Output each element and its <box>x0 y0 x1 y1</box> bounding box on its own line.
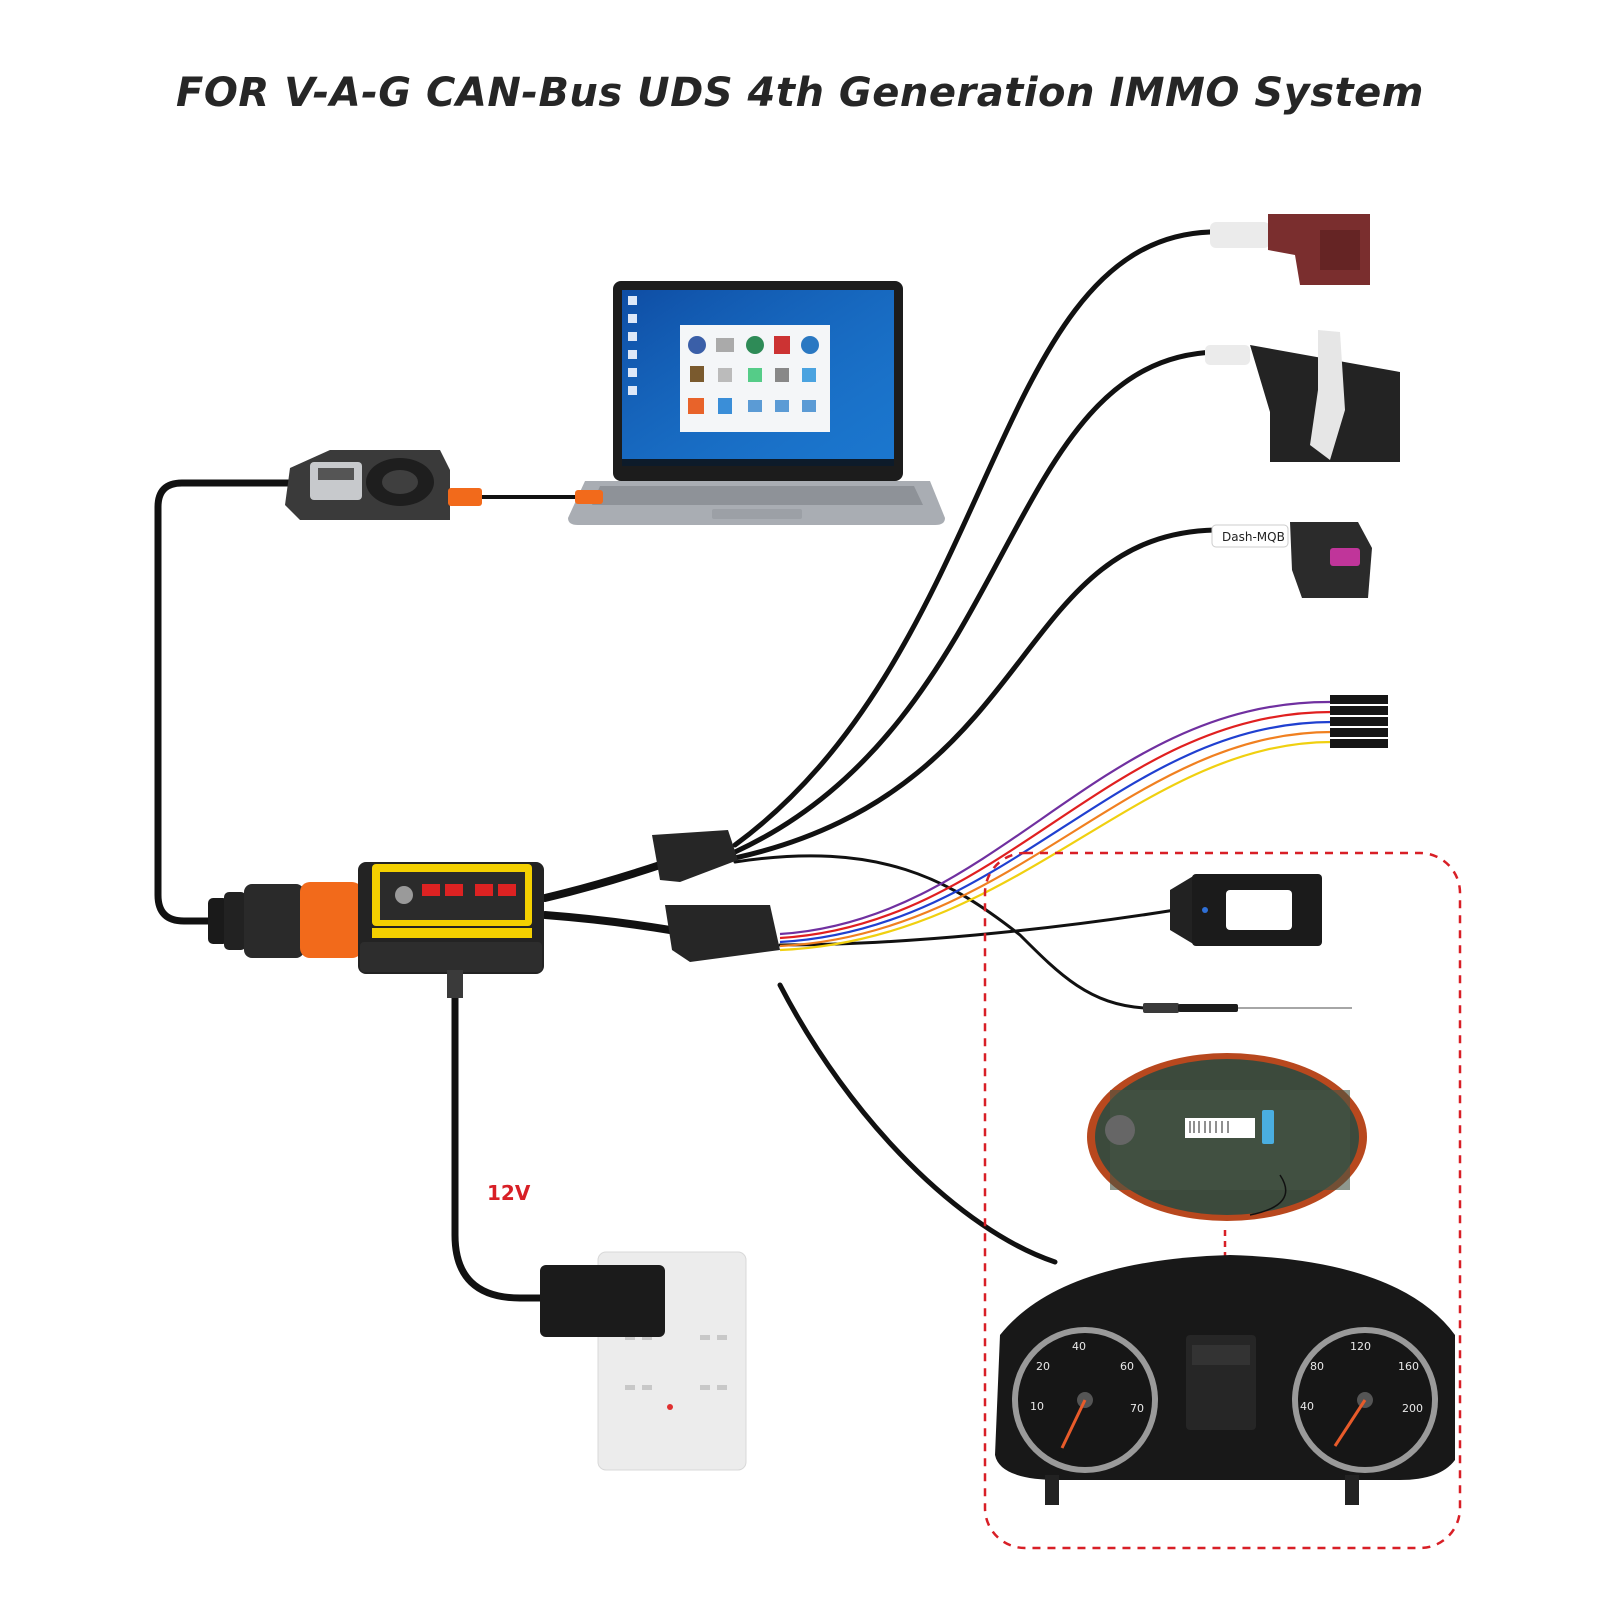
cable-maroon-connector <box>732 229 1213 848</box>
svg-text:80: 80 <box>1310 1360 1324 1373</box>
splitter-lower-icon <box>665 905 780 962</box>
test-platform-icon <box>208 862 544 998</box>
tachometer-dial: 40 20 60 10 70 <box>1012 1327 1158 1473</box>
cable-black-white-connector <box>732 349 1218 855</box>
power-12v-label: 12V <box>487 1181 531 1205</box>
wire-red <box>779 710 1333 940</box>
rfid-coil-icon <box>1170 874 1322 946</box>
dupont-wires <box>779 700 1333 952</box>
wire-orange <box>779 730 1333 948</box>
probe-pen-icon <box>1143 1003 1352 1013</box>
splitter-upper-icon <box>652 830 738 882</box>
power-adapter-icon <box>540 1265 665 1337</box>
platform-to-splitter-lower <box>541 911 674 934</box>
dupont-pins-icon <box>1330 695 1388 748</box>
svg-text:40: 40 <box>1072 1340 1086 1353</box>
svg-text:60: 60 <box>1120 1360 1134 1373</box>
svg-text:70: 70 <box>1130 1402 1144 1415</box>
diagram-title: FOR V-A-G CAN-Bus UDS 4th Generation IMM… <box>176 70 1424 116</box>
desktop-icons <box>628 296 637 395</box>
wire-blue <box>779 720 1333 944</box>
wire-purple <box>779 700 1333 936</box>
svg-text:160: 160 <box>1398 1360 1419 1373</box>
programmer-to-platform-cable <box>154 479 302 925</box>
speedometer-dial: 120 80 160 40 200 <box>1292 1327 1438 1473</box>
mqb-connector-icon: Dash-MQB <box>1211 522 1372 598</box>
instrument-cluster-icon: 40 20 60 10 70 120 80 160 40 200 <box>995 1255 1455 1505</box>
svg-text:200: 200 <box>1402 1402 1423 1415</box>
power-cable <box>451 991 544 1302</box>
dash-mqb-label: Dash-MQB <box>1222 530 1285 544</box>
svg-text:10: 10 <box>1030 1400 1044 1413</box>
key-programmer-icon <box>285 450 603 520</box>
cluster-highlight-outline <box>983 851 1462 1550</box>
black-white-connector-icon <box>1205 330 1400 462</box>
svg-text:120: 120 <box>1350 1340 1371 1353</box>
cables <box>154 229 1218 1302</box>
cable-dash-mqb <box>732 527 1218 861</box>
cable-probe-pen <box>733 854 1147 1010</box>
platform-to-splitter-upper <box>541 861 664 902</box>
maroon-connector-icon <box>1210 214 1370 285</box>
wire-yellow <box>779 740 1333 952</box>
cluster-board-icon <box>1087 1053 1367 1221</box>
software-brand-grid <box>688 336 819 414</box>
svg-text:20: 20 <box>1036 1360 1050 1373</box>
svg-text:40: 40 <box>1300 1400 1314 1413</box>
cable-instrument-cluster <box>777 982 1058 1265</box>
laptop-icon <box>568 281 945 525</box>
